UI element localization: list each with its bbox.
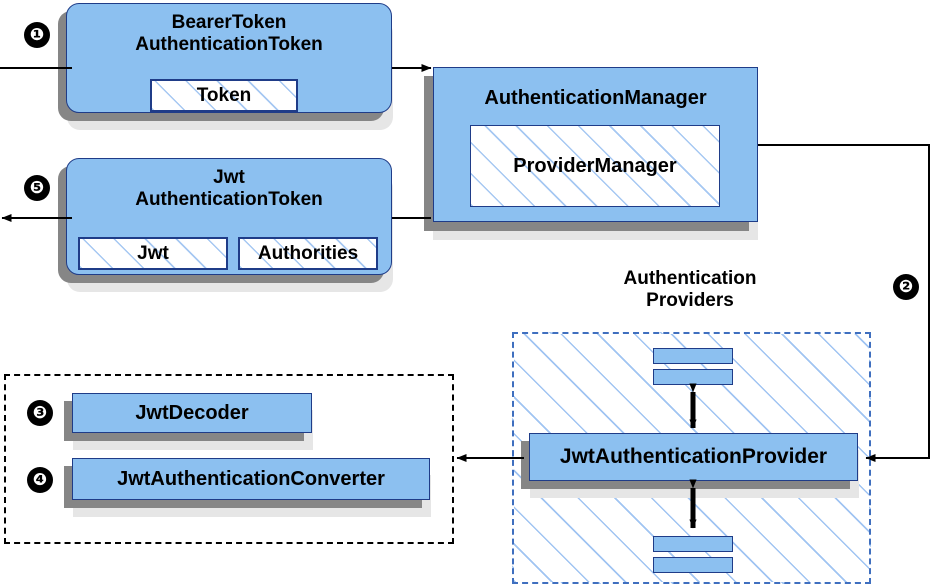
inner-provider-manager: ProviderManager — [470, 125, 720, 207]
inner-provider-manager-label: ProviderManager — [513, 154, 677, 177]
inner-authorities-field: Authorities — [238, 237, 378, 270]
inner-jwt-label: Jwt — [137, 242, 169, 264]
step-badge-1: ❶ — [24, 22, 50, 48]
step-badge-2-number: ❷ — [898, 277, 914, 297]
step-badge-2: ❷ — [893, 274, 919, 300]
provider-placeholder-bar-bottom-2 — [653, 557, 733, 573]
node-jwt-authentication-converter[interactable]: JwtAuthenticationConverter — [72, 458, 430, 500]
jwt-authentication-converter-label: JwtAuthenticationConverter — [117, 467, 385, 490]
jwt-support-components-container — [4, 374, 454, 544]
inner-token-field: Token — [150, 79, 298, 112]
jwt-token-label-line1: Jwt — [213, 167, 245, 188]
step-badge-4: ❹ — [27, 467, 53, 493]
step-badge-3-number: ❸ — [32, 403, 48, 423]
authentication-providers-title: Authentication Providers — [560, 268, 820, 312]
step-badge-5: ❺ — [24, 175, 50, 201]
authentication-providers-title-line2: Providers — [646, 289, 734, 311]
jwt-decoder-label: JwtDecoder — [135, 401, 249, 424]
provider-placeholder-bar-bottom-1 — [653, 536, 733, 552]
step-badge-3: ❸ — [27, 400, 53, 426]
jwt-authentication-provider-label: JwtAuthenticationProvider — [559, 444, 828, 468]
step-badge-4-number: ❹ — [32, 470, 48, 490]
node-jwt-authentication-provider[interactable]: JwtAuthenticationProvider — [529, 433, 858, 481]
step-badge-1-number: ❶ — [29, 25, 45, 45]
bearer-token-label-line2: AuthenticationToken — [135, 33, 323, 55]
jwt-token-label-line2: AuthenticationToken — [135, 188, 323, 210]
authentication-providers-title-line1: Authentication — [623, 268, 757, 289]
inner-authorities-label: Authorities — [257, 242, 359, 264]
step-badge-5-number: ❺ — [29, 178, 45, 198]
node-jwt-decoder[interactable]: JwtDecoder — [72, 393, 312, 433]
provider-placeholder-bar-top-1 — [653, 348, 733, 364]
inner-token-label: Token — [196, 84, 252, 106]
authentication-manager-label: AuthenticationManager — [484, 87, 707, 109]
provider-placeholder-bar-top-2 — [653, 369, 733, 385]
bearer-token-label-line1: BearerToken — [171, 12, 287, 33]
inner-jwt-field: Jwt — [78, 237, 228, 270]
